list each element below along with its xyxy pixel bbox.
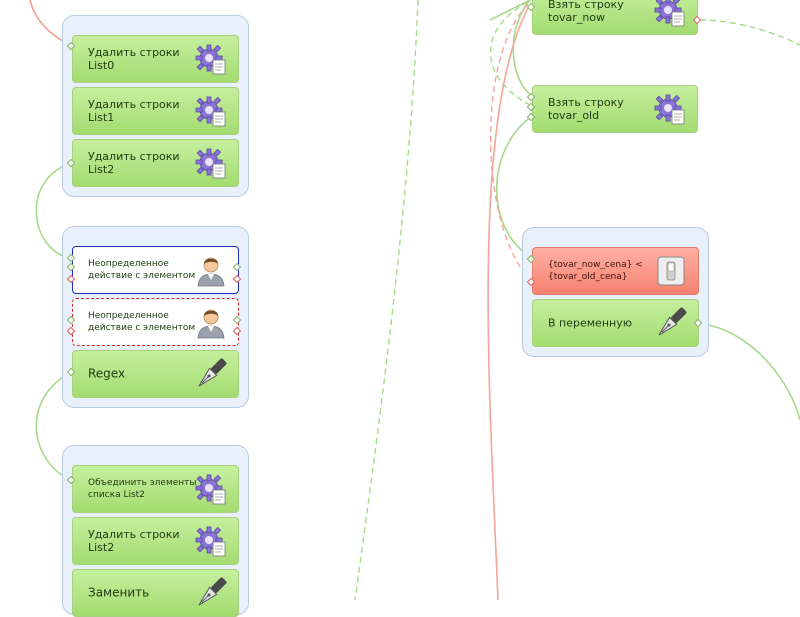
node-label: Неопределенное действие с элементом	[88, 311, 196, 333]
node-undefined-action-2[interactable]: Неопределенное действие с элементом	[72, 298, 239, 346]
gear-document-icon	[194, 524, 228, 558]
node-merge-list2[interactable]: Объединить элементы списка List2	[72, 465, 239, 513]
pen-icon	[194, 576, 228, 610]
node-label: Объединить элементы списка List2	[88, 478, 197, 500]
gear-document-icon	[194, 42, 228, 76]
wire-now-to-old-b	[489, 1, 533, 107]
gear-document-icon	[653, 0, 687, 28]
switch-icon	[654, 254, 688, 288]
node-to-variable[interactable]: В переменную	[532, 299, 699, 347]
node-label: Удалить строки List1	[88, 98, 180, 124]
node-label: Заменить	[88, 585, 150, 600]
gear-document-icon	[194, 94, 228, 128]
gear-document-icon	[194, 146, 228, 180]
pen-icon	[194, 357, 228, 391]
wire-long-dashed	[354, 0, 419, 600]
node-take-tovar-now[interactable]: Взять строку tovar_now	[532, 0, 698, 35]
node-take-tovar-old[interactable]: Взять строку tovar_old	[532, 85, 698, 133]
node-label: Удалить строки List2	[88, 150, 180, 176]
pen-icon	[654, 306, 688, 340]
diagram-canvas: Удалить строки List0 Удалить строки List…	[29, 0, 800, 617]
node-label: Удалить строки List2	[88, 528, 180, 554]
node-label: Взять строку tovar_old	[548, 96, 624, 122]
node-label: Regex	[88, 366, 126, 381]
node-regex[interactable]: Regex	[72, 350, 239, 398]
group-element-actions: Неопределенное действие с элементом Неоп…	[62, 226, 249, 408]
node-delete-list2-b[interactable]: Удалить строки List2	[72, 517, 239, 565]
group-merge-list: Объединить элементы списка List2 Удалить…	[62, 445, 249, 617]
wire-top-in	[489, 0, 531, 21]
wire-variable-out	[701, 323, 800, 421]
gear-document-icon	[653, 92, 687, 126]
wire-now-to-old-a	[512, 0, 533, 97]
user-icon	[194, 305, 228, 339]
node-label: {tovar_now_cena} < {tovar_old_cena}	[548, 260, 643, 282]
node-price-compare[interactable]: {tovar_now_cena} < {tovar_old_cena}	[532, 247, 699, 295]
node-label: В переменную	[548, 316, 632, 330]
node-undefined-action-1[interactable]: Неопределенное действие с элементом	[72, 246, 239, 294]
node-delete-list0[interactable]: Удалить строки List0	[72, 35, 239, 83]
node-replace[interactable]: Заменить	[72, 569, 239, 617]
group-delete-lists: Удалить строки List0 Удалить строки List…	[62, 15, 249, 197]
user-icon	[194, 253, 228, 287]
node-delete-list2[interactable]: Удалить строки List2	[72, 139, 239, 187]
node-delete-list1[interactable]: Удалить строки List1	[72, 87, 239, 135]
gear-document-icon	[194, 472, 228, 506]
node-label: Неопределенное действие с элементом	[88, 259, 196, 281]
node-label: Удалить строки List0	[88, 46, 180, 72]
node-label: Взять строку tovar_now	[548, 0, 624, 24]
wire-now-out	[699, 19, 800, 46]
group-compare: {tovar_now_cena} < {tovar_old_cena} В пе…	[522, 227, 709, 357]
